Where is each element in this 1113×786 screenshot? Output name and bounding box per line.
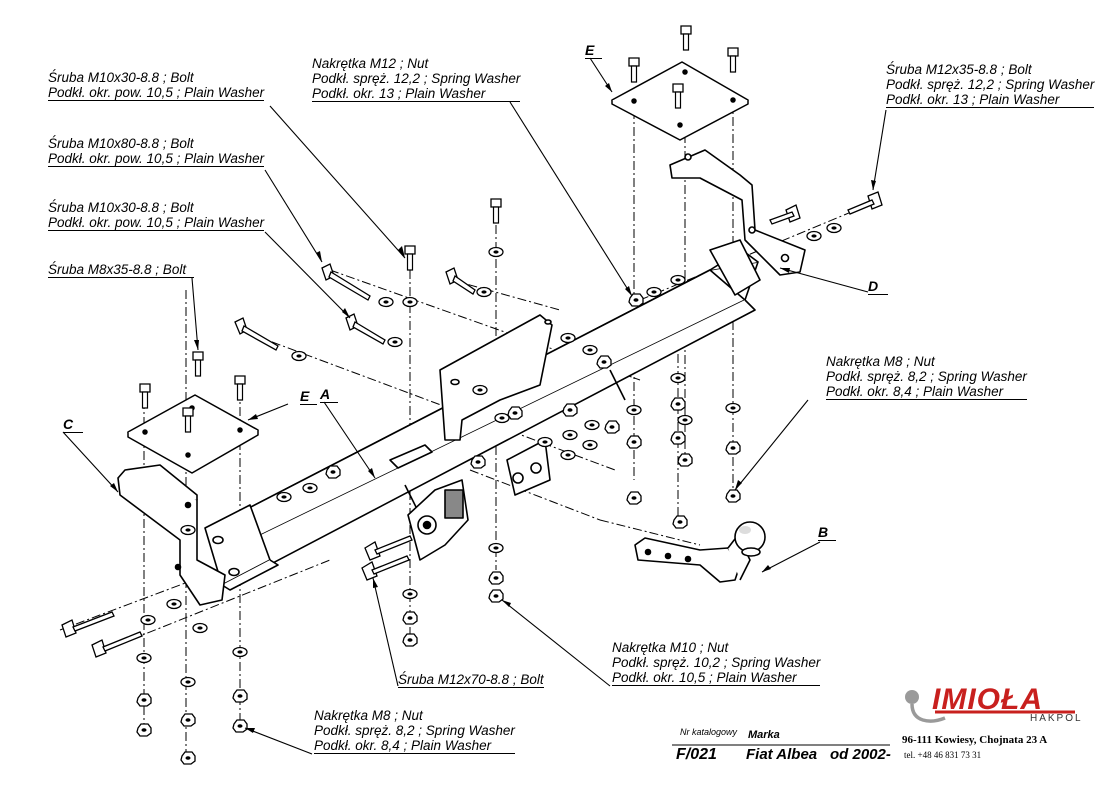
catalog-number: F/021 — [676, 746, 717, 763]
label-bolt-m8x35: Śruba M8x35-8.8 ; Bolt — [48, 262, 195, 278]
part-letter-b: B — [818, 524, 837, 541]
label-line: Nakrętka M10 ; Nut — [612, 640, 729, 655]
model-year: od 2002- — [830, 746, 891, 763]
label-line: Podkł. okr. 13 ; Plain Washer — [886, 92, 1095, 108]
label-nut-m8-bottom: Nakrętka M8 ; Nut Podkł. spręż. 8,2 ; Sp… — [314, 708, 515, 754]
label-bolt-m10x30-mid: Śruba M10x30-8.8 ; Bolt Podkł. okr. pow.… — [48, 200, 265, 231]
label-nut-m12: Nakrętka M12 ; Nut Podkł. spręż. 12,2 ; … — [312, 56, 521, 102]
label-line: Podkł. spręż. 8,2 ; Spring Washer — [826, 369, 1027, 384]
part-letter-e-left: E — [300, 388, 318, 405]
label-line: Podkł. spręż. 8,2 ; Spring Washer — [314, 723, 515, 738]
part-letter-c: C — [63, 416, 84, 433]
part-letter-e-top: E — [585, 42, 603, 59]
company-logo — [905, 690, 1075, 723]
label-line: Podkł. spręż. 12,2 ; Spring Washer — [312, 71, 521, 86]
label-line: Podkł. spręż. 10,2 ; Spring Washer — [612, 655, 821, 670]
label-line: Podkł. spręż. 12,2 ; Spring Washer — [886, 77, 1095, 92]
label-line: Podkł. okr. 10,5 ; Plain Washer — [612, 670, 821, 686]
label-line: Śruba M12x35-8.8 ; Bolt — [886, 62, 1032, 77]
make-caption: Marka — [748, 729, 780, 741]
label-bolt-m12x35: Śruba M12x35-8.8 ; Bolt Podkł. spręż. 12… — [886, 62, 1095, 108]
label-line: Nakrętka M12 ; Nut — [312, 56, 429, 71]
part-letter-a: A — [320, 386, 339, 403]
label-nut-m8-right: Nakrętka M8 ; Nut Podkł. spręż. 8,2 ; Sp… — [826, 354, 1027, 400]
label-line: Podkł. okr. pow. 10,5 ; Plain Washer — [48, 151, 265, 167]
company-phone: tel. +48 46 831 73 31 — [904, 750, 982, 760]
label-line: Nakrętka M8 ; Nut — [314, 708, 423, 723]
label-bolt-m10x30-top: Śruba M10x30-8.8 ; Bolt Podkł. okr. pow.… — [48, 70, 265, 101]
label-line: Podkł. okr. 8,4 ; Plain Washer — [826, 384, 1027, 400]
label-line: Śruba M8x35-8.8 ; Bolt — [48, 262, 195, 278]
label-line: Śruba M10x30-8.8 ; Bolt — [48, 70, 194, 85]
company-logo-sub: HAKPOL — [1030, 713, 1083, 724]
make-model: Fiat Albea — [746, 746, 818, 763]
label-bolt-m10x80: Śruba M10x80-8.8 ; Bolt Podkł. okr. pow.… — [48, 136, 265, 167]
label-line: Podkł. okr. 8,4 ; Plain Washer — [314, 738, 515, 754]
label-nut-m10: Nakrętka M10 ; Nut Podkł. spręż. 10,2 ; … — [612, 640, 821, 686]
label-line: Podkł. okr. 13 ; Plain Washer — [312, 86, 521, 102]
catalog-caption: Nr katalogowy — [680, 727, 738, 737]
label-line: Śruba M10x80-8.8 ; Bolt — [48, 136, 194, 151]
label-line: Śruba M10x30-8.8 ; Bolt — [48, 200, 194, 215]
label-line: Nakrętka M8 ; Nut — [826, 354, 935, 369]
label-line: Podkł. okr. pow. 10,5 ; Plain Washer — [48, 215, 265, 231]
label-line: Śruba M12x70-8.8 ; Bolt — [398, 672, 544, 688]
company-address: 96-111 Kowiesy, Chojnata 23 A — [902, 734, 1048, 746]
label-bolt-m12x70: Śruba M12x70-8.8 ; Bolt — [398, 672, 544, 688]
part-letter-d: D — [868, 278, 889, 295]
company-logo-text: IMIOŁA — [932, 683, 1043, 716]
label-line: Podkł. okr. pow. 10,5 ; Plain Washer — [48, 85, 265, 101]
